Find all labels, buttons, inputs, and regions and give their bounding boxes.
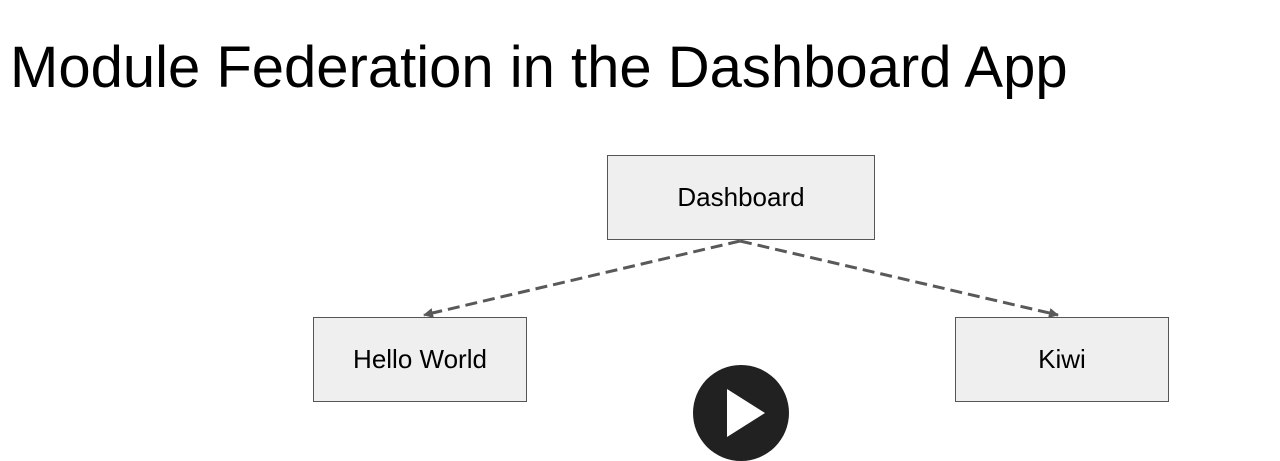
slide-title: Module Federation in the Dashboard App bbox=[10, 35, 1068, 100]
node-kiwi: Kiwi bbox=[955, 317, 1169, 402]
play-icon bbox=[727, 389, 765, 437]
play-button[interactable] bbox=[693, 365, 789, 461]
node-dashboard-label: Dashboard bbox=[677, 182, 805, 212]
node-hello-world-label: Hello World bbox=[353, 344, 487, 374]
node-hello-world: Hello World bbox=[313, 317, 527, 402]
node-dashboard: Dashboard bbox=[607, 155, 875, 240]
edge-dashboard-to-hello-world bbox=[423, 239, 741, 318]
node-kiwi-label: Kiwi bbox=[1038, 344, 1086, 374]
edge-dashboard-to-kiwi bbox=[739, 239, 1059, 318]
